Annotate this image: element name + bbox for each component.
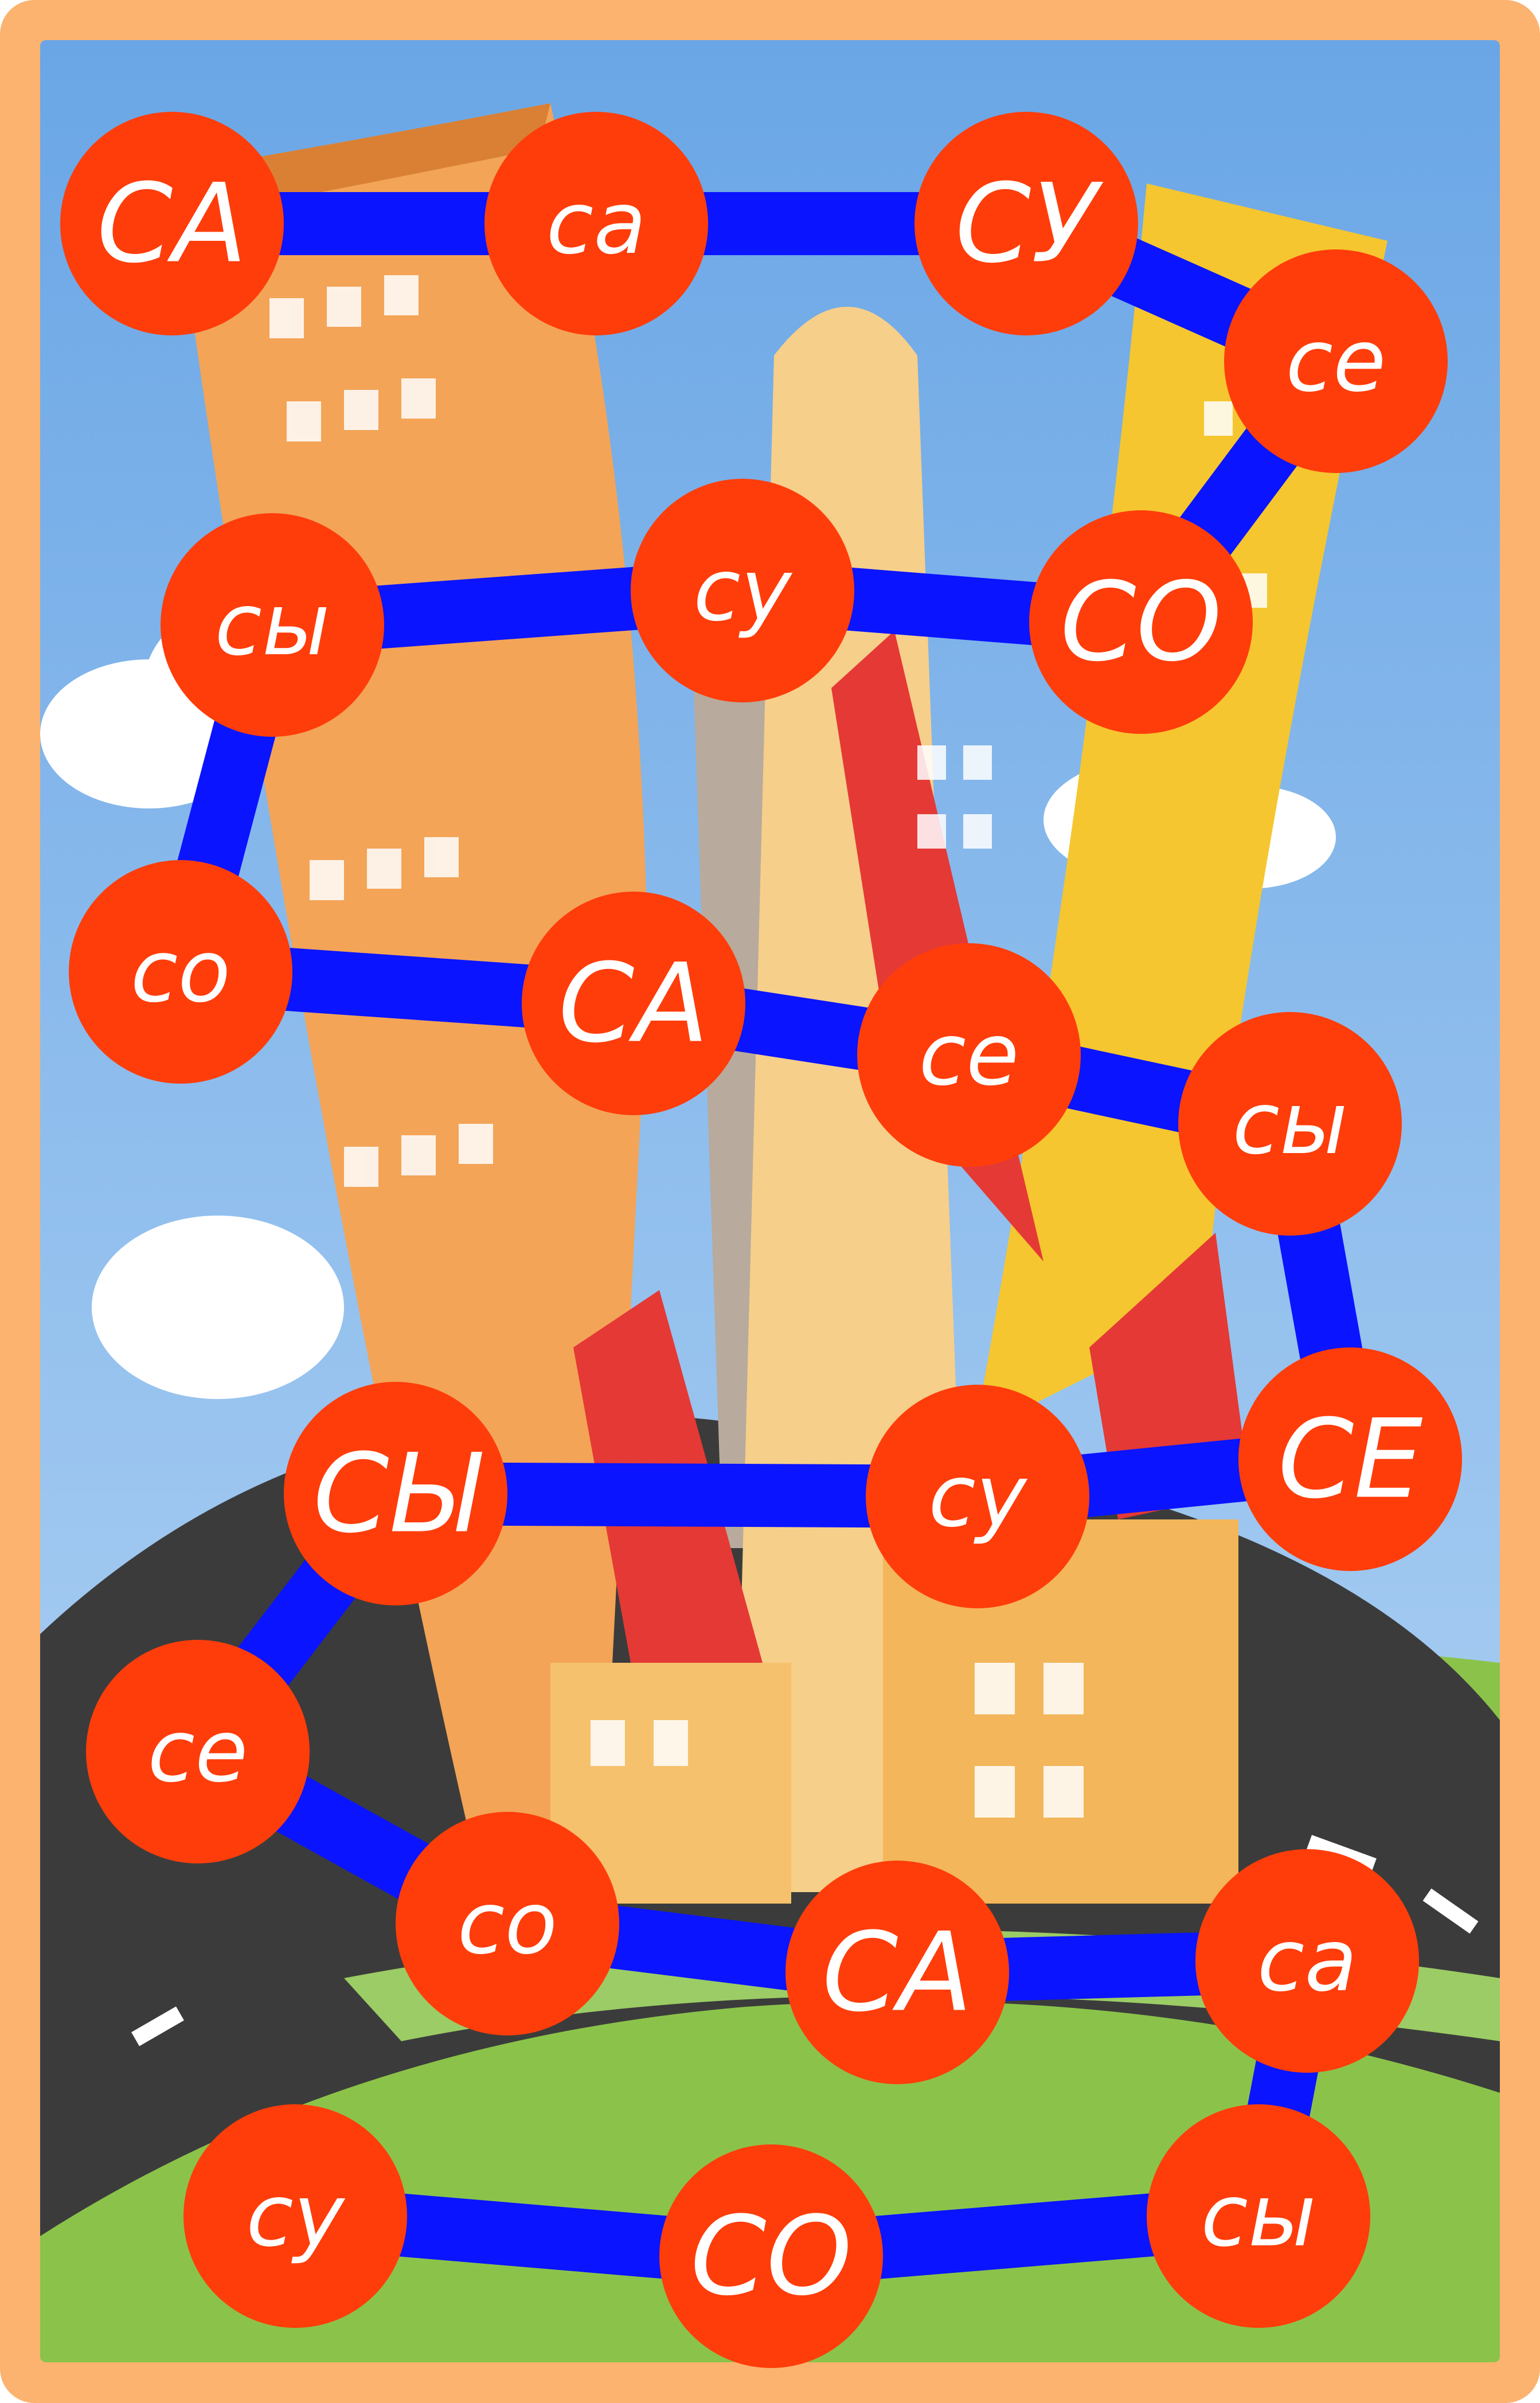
syllable-node-label: СО — [1060, 559, 1222, 686]
syllable-node-label: сы — [215, 575, 330, 675]
syllable-node-circle — [396, 1812, 619, 2035]
syllable-node-label: се — [148, 1702, 248, 1802]
syllable-node[interactable]: сы — [1147, 2104, 1370, 2328]
syllable-node-label: СЕ — [1278, 1396, 1423, 1523]
syllable-node[interactable]: СЕ — [1238, 1347, 1462, 1571]
syllable-node[interactable]: се — [86, 1640, 310, 1863]
syllable-node-label: сы — [1201, 2166, 1316, 2266]
syllable-node-circle — [914, 112, 1138, 335]
syllable-node-label: су — [693, 541, 792, 640]
syllable-node-circle — [522, 892, 745, 1115]
syllable-node[interactable]: СА — [522, 892, 745, 1115]
syllable-node-circle — [183, 2104, 407, 2328]
syllable-node-circle — [1178, 1012, 1402, 1236]
syllable-node[interactable]: СУ — [914, 112, 1138, 335]
syllable-node[interactable]: СО — [659, 2144, 883, 2368]
syllable-node-circle — [60, 112, 284, 335]
syllable-node-label: со — [458, 1874, 557, 1974]
syllable-node-circle — [631, 479, 854, 702]
syllable-node[interactable]: со — [396, 1812, 619, 2035]
syllable-node-label: су — [246, 2166, 345, 2266]
syllable-node-circle — [484, 112, 708, 335]
syllable-node-label: са — [546, 174, 646, 273]
syllable-node[interactable]: се — [857, 943, 1081, 1167]
syllable-node-circle — [284, 1382, 507, 1605]
syllable-node-circle — [1238, 1347, 1462, 1571]
syllable-node-circle — [1029, 510, 1253, 734]
syllable-node[interactable]: сы — [1178, 1012, 1402, 1236]
syllable-node-label: СО — [690, 2193, 852, 2320]
syllable-node[interactable]: са — [484, 112, 708, 335]
syllable-node-circle — [857, 943, 1081, 1167]
syllable-node[interactable]: СА — [785, 1861, 1009, 2084]
syllable-node-circle — [86, 1640, 310, 1863]
syllable-node[interactable]: су — [866, 1385, 1089, 1608]
syllable-node-label: СА — [558, 940, 709, 1067]
syllable-node[interactable]: со — [69, 860, 292, 1084]
yellow-tower — [975, 183, 1387, 1433]
syllable-node-label: су — [928, 1447, 1027, 1546]
syllable-node-circle — [1224, 249, 1448, 473]
syllable-node[interactable]: СЫ — [284, 1382, 507, 1605]
syllable-node-circle — [866, 1385, 1089, 1608]
syllable-node[interactable]: су — [631, 479, 854, 702]
syllable-node[interactable]: СО — [1029, 510, 1253, 734]
syllable-node-label: СА — [822, 1909, 973, 2036]
syllable-node-label: се — [1286, 311, 1386, 411]
syllable-node-circle — [659, 2144, 883, 2368]
syllable-node-circle — [69, 860, 292, 1084]
syllable-node-label: са — [1257, 1911, 1357, 2011]
syllable-node-circle — [1147, 2104, 1370, 2328]
syllable-node-label: СА — [97, 161, 248, 287]
syllable-node[interactable]: СА — [60, 112, 284, 335]
syllable-node-label: СУ — [955, 161, 1104, 287]
syllable-node-circle — [161, 513, 384, 737]
syllable-node-label: со — [131, 922, 230, 1022]
syllable-node-label: СЫ — [313, 1431, 483, 1557]
syllable-node[interactable]: су — [183, 2104, 407, 2328]
syllable-node[interactable]: сы — [161, 513, 384, 737]
windows — [269, 275, 1279, 1818]
syllable-node-label: сы — [1233, 1074, 1348, 1174]
syllable-node-circle — [785, 1861, 1009, 2084]
syllable-node[interactable]: се — [1224, 249, 1448, 473]
syllable-node[interactable]: са — [1195, 1849, 1419, 2073]
syllable-node-circle — [1195, 1849, 1419, 2073]
syllable-node-label: се — [919, 1005, 1019, 1105]
